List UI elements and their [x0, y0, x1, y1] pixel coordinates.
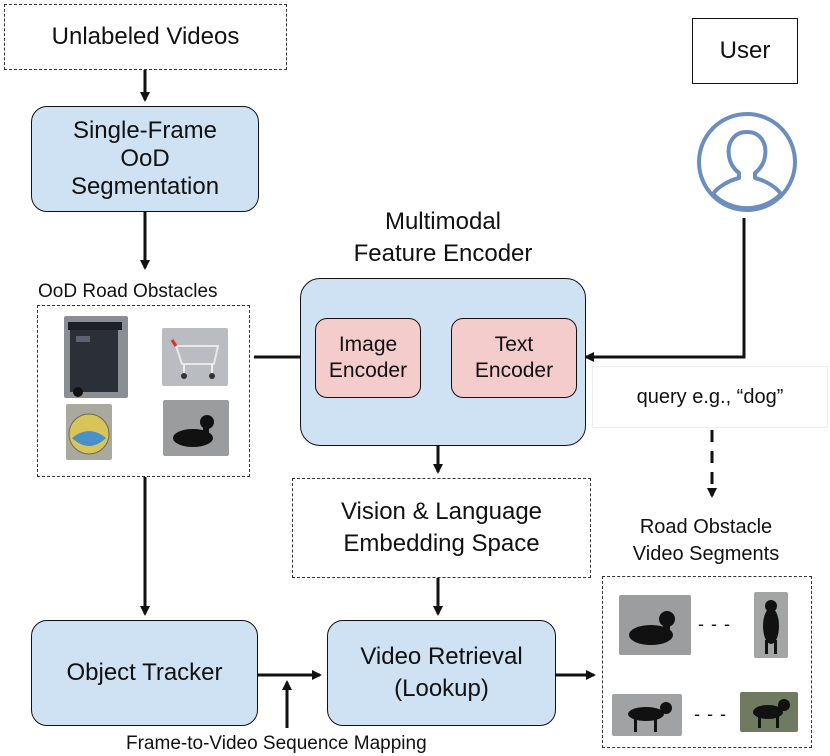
image-encoder-line2: Encoder: [328, 359, 408, 382]
segment-dog-lying-image: [619, 595, 691, 655]
thumb-dog-lying: [163, 400, 229, 456]
segmentation-label: Segmentation: [70, 173, 220, 200]
thumb-trash-bin: [64, 316, 128, 398]
query-box: query e.g., “dog”: [592, 366, 828, 428]
segment-dash-bottom: - - -: [694, 704, 727, 724]
ood-label: OoD: [120, 145, 170, 172]
image-encoder-box: Image Encoder: [315, 318, 421, 398]
segment-dog-walking-image-2: [740, 692, 798, 732]
text-encoder-box: Text Encoder: [451, 318, 577, 398]
vl-space-line2: Embedding Space: [343, 530, 540, 557]
unlabeled-videos-box: Unlabeled Videos: [4, 4, 287, 70]
video-retrieval-box: Video Retrieval (Lookup): [327, 620, 556, 726]
single-frame-label: Single-Frame: [72, 117, 218, 144]
user-label: User: [719, 37, 771, 64]
vl-embedding-space-box: Vision & Language Embedding Space: [292, 478, 591, 578]
unlabeled-videos-label: Unlabeled Videos: [51, 23, 240, 50]
vl-space-line1: Vision & Language: [340, 498, 543, 525]
user-icon: [697, 112, 797, 212]
single-frame-segmentation-box: Single-Frame OoD Segmentation: [31, 106, 259, 212]
segments-title-line2: Video Segments: [632, 543, 780, 565]
segment-dog-walking-image-1: [612, 694, 682, 736]
image-encoder-line1: Image: [338, 333, 398, 356]
segments-title-line1: Road Obstacle: [639, 516, 773, 538]
multimodal-title-line2: Feature Encoder: [353, 240, 533, 267]
multimodal-title: Multimodal Feature Encoder: [300, 202, 586, 274]
user-box: User: [692, 18, 798, 84]
ood-obstacles-title: OoD Road Obstacles: [38, 281, 218, 302]
mapping-label: Frame-to-Video Sequence Mapping: [126, 733, 427, 754]
segment-thumb-dog-walking-2: [740, 692, 798, 732]
ball-image: [66, 404, 112, 460]
text-encoder-line1: Text: [494, 333, 534, 356]
segment-thumb-dog-lying: [619, 595, 691, 655]
shopping-cart-image: [162, 328, 228, 386]
dog-lying-image: [163, 400, 229, 456]
segment-dash-top: - - -: [698, 614, 731, 634]
thumb-shopping-cart: [162, 328, 228, 386]
object-tracker-box: Object Tracker: [31, 620, 258, 726]
video-retrieval-line2: (Lookup): [394, 675, 489, 702]
segment-dog-standing-image: [754, 592, 788, 658]
segment-thumb-dog-walking-1: [612, 694, 682, 736]
segments-title: Road Obstacle Video Segments: [600, 512, 812, 570]
object-tracker-label: Object Tracker: [66, 659, 223, 686]
multimodal-title-line1: Multimodal: [384, 208, 502, 235]
text-encoder-line2: Encoder: [474, 359, 554, 382]
segment-thumb-dog-standing: [754, 592, 788, 658]
thumb-ball: [66, 404, 112, 460]
query-label: query e.g., “dog”: [636, 385, 784, 408]
video-retrieval-line1: Video Retrieval: [360, 643, 523, 670]
trash-bin-image: [64, 316, 128, 398]
arrow-user-to-text-encoder: [584, 218, 746, 362]
